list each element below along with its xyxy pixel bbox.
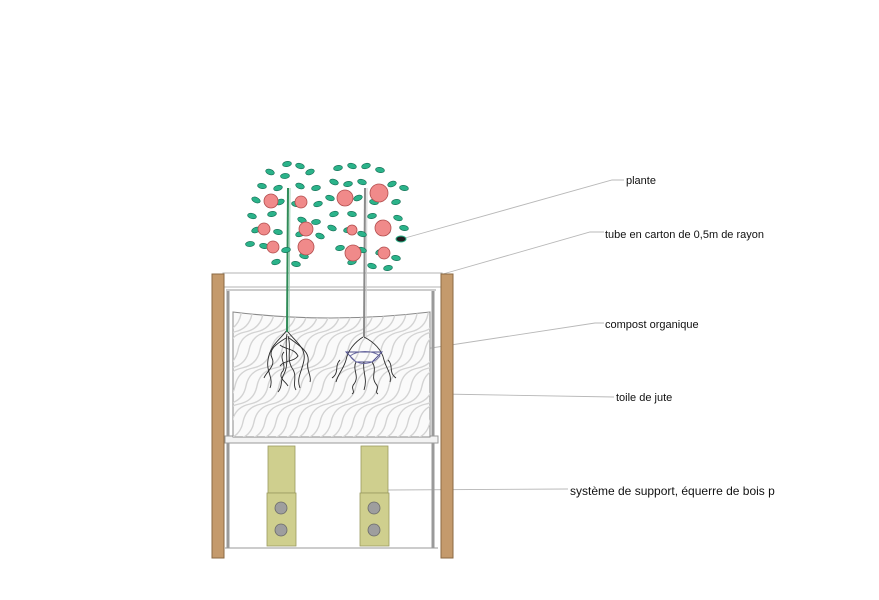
leaf-icon [343, 181, 353, 187]
stem-right [363, 187, 368, 338]
leaf-icon [265, 168, 275, 176]
stem-left [286, 187, 291, 333]
leaf-icon [325, 194, 335, 202]
leaf-icon [333, 165, 343, 171]
bracket-left-top [267, 445, 296, 494]
leaf-icon [282, 161, 292, 167]
leaf-icon [297, 216, 307, 224]
support-brackets [266, 445, 390, 547]
leaf-icon [251, 196, 261, 204]
fruit-icon [346, 224, 358, 236]
leaf-icon [387, 180, 397, 188]
label-cardboard-tube: tube en carton de 0,5m de rayon [605, 229, 764, 241]
leaf-icon [399, 225, 409, 231]
bracket-left-plate [266, 492, 297, 547]
fruit-icon [294, 195, 308, 209]
label-plante: plante [626, 175, 656, 187]
leaf-icon [313, 200, 323, 208]
leaf-icon [347, 162, 357, 170]
fruit-icon [297, 238, 315, 256]
label-support-system: système de support, équerre de bois pein… [570, 484, 775, 498]
bolt-icon [367, 501, 381, 515]
label-compost: compost organique [605, 319, 699, 331]
leader-line-toile [440, 393, 615, 398]
roots-right [331, 336, 397, 395]
leaf-icon [280, 173, 290, 179]
leaf-icon [311, 185, 321, 191]
leaf-icon [367, 262, 377, 270]
leaf-icon [271, 258, 281, 266]
bracket-right-top [360, 445, 389, 494]
bolt-icon [274, 523, 288, 537]
fruit-icon [344, 244, 362, 262]
leaf-icon [295, 162, 305, 170]
fruit-icon [266, 240, 280, 254]
fruit-icon [257, 222, 271, 236]
leaf-icon [395, 235, 407, 243]
cardboard-tube-rim [222, 272, 443, 288]
leader-lines [387, 179, 624, 491]
leader-line-support [387, 488, 569, 491]
fruit-icon [369, 183, 389, 203]
label-jute-cloth: toile de jute [616, 392, 673, 404]
bracket-right-plate [359, 492, 390, 547]
fruit-icon [336, 189, 354, 207]
leaf-icon [393, 214, 403, 222]
leaf-icon [361, 162, 371, 170]
leaf-icon [329, 178, 339, 186]
leaf-icon [353, 194, 363, 202]
leaf-icon [383, 265, 393, 271]
leaf-icon [295, 182, 305, 190]
leaf-icon [391, 255, 401, 261]
leaf-icon [267, 211, 277, 217]
leader-line-tube [442, 231, 604, 275]
leaf-icon [247, 212, 257, 220]
bolt-icon [367, 523, 381, 537]
leaf-icon [311, 219, 321, 225]
leaf-icon [245, 241, 255, 247]
leaf-icon [335, 245, 345, 251]
leader-line-compost [417, 322, 604, 351]
bolt-icon [274, 501, 288, 515]
leaf-icon [273, 184, 283, 192]
leaf-icon [375, 167, 385, 173]
leaf-icon [391, 199, 401, 205]
fruit-icon [377, 246, 391, 260]
leaf-icon [291, 261, 301, 267]
leaf-icon [327, 224, 337, 232]
leaf-icon [357, 230, 367, 238]
leaf-icon [347, 211, 357, 217]
wood-post-right [440, 273, 454, 559]
jute-frame [224, 289, 439, 549]
fruit-icon [263, 193, 279, 209]
plant-right [325, 162, 409, 271]
roots-left [263, 329, 311, 393]
leaf-icon [257, 183, 267, 189]
leaf-icon [315, 232, 325, 240]
leaf-icon [357, 178, 367, 186]
leader-line-plante [404, 179, 624, 239]
leaf-icon [399, 185, 409, 191]
leaf-icon [329, 210, 339, 218]
compost-area [232, 311, 431, 438]
leaf-icon [305, 168, 315, 176]
fruit-icon [298, 221, 314, 237]
leaf-icon [273, 229, 283, 235]
leaf-icon [367, 213, 377, 219]
plant-left [245, 161, 325, 267]
leaf-icon [281, 247, 291, 253]
wood-post-left [211, 273, 225, 559]
fruit-icon [374, 219, 392, 237]
